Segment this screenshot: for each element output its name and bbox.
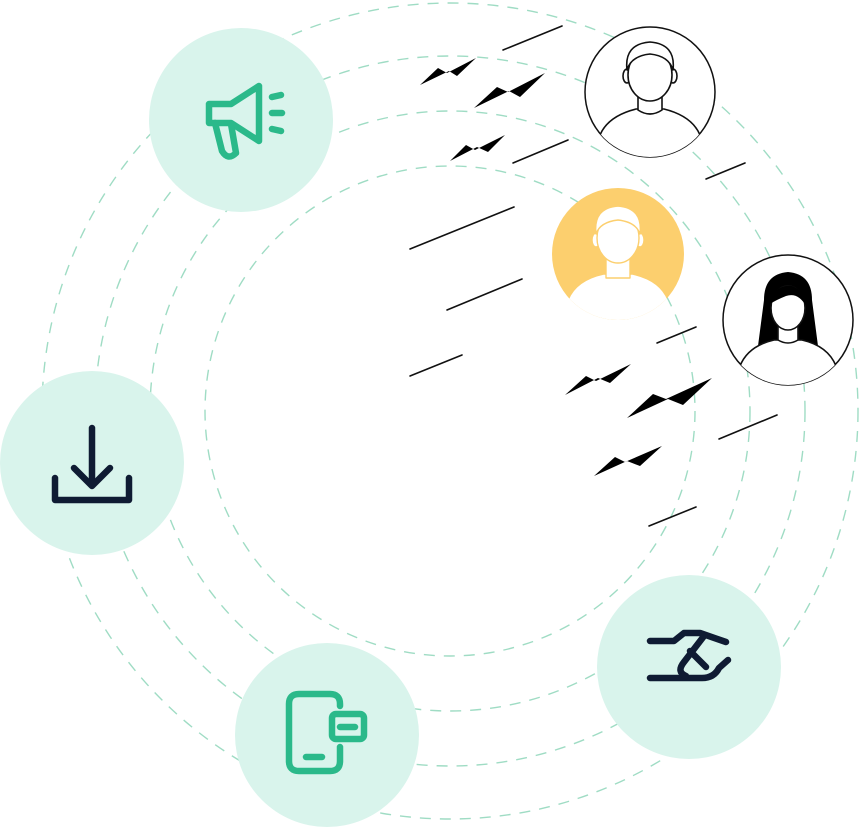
megaphone-node: [149, 28, 333, 212]
lightning-bolts: [420, 58, 712, 476]
ring-2: [94, 55, 806, 767]
phone-message-node: [235, 643, 419, 827]
lightning-bolt-icon: [565, 364, 631, 395]
speed-line: [648, 506, 697, 527]
lightning-bolt-icon: [627, 378, 712, 418]
phone-message-icon: [285, 690, 368, 775]
lightning-bolt-icon: [420, 58, 476, 85]
lightning-bolt-icon: [594, 446, 662, 476]
lightning-bolt-icon: [450, 135, 505, 161]
download-icon: [51, 424, 133, 504]
speed-line: [446, 278, 523, 311]
download-node: [0, 371, 184, 555]
speed-line: [705, 162, 746, 180]
lightning-bolt-icon: [474, 73, 545, 108]
phone-message-bubble: [235, 643, 419, 827]
male-avatar: [584, 26, 716, 158]
megaphone-bubble: [149, 28, 333, 212]
highlighted-avatar: [552, 188, 684, 320]
ring-inner: [204, 165, 696, 657]
megaphone-icon: [205, 82, 286, 160]
speed-line: [512, 139, 569, 164]
speed-line: [656, 326, 697, 344]
speed-line: [502, 25, 563, 51]
handshake-bubble: [597, 575, 781, 759]
highlighted-hair: [594, 205, 642, 235]
handshake-icon: [646, 629, 732, 682]
female-fringe: [770, 285, 806, 306]
speed-line: [718, 414, 778, 440]
speed-line: [409, 206, 515, 250]
male-hair: [625, 41, 675, 71]
female-avatar: [722, 254, 854, 386]
speed-line: [409, 354, 463, 377]
speed-lines: [409, 25, 778, 527]
handshake-node: [597, 575, 781, 759]
highlighted-avatar-icon: [567, 273, 669, 320]
female-avatar-icon: [739, 339, 837, 385]
